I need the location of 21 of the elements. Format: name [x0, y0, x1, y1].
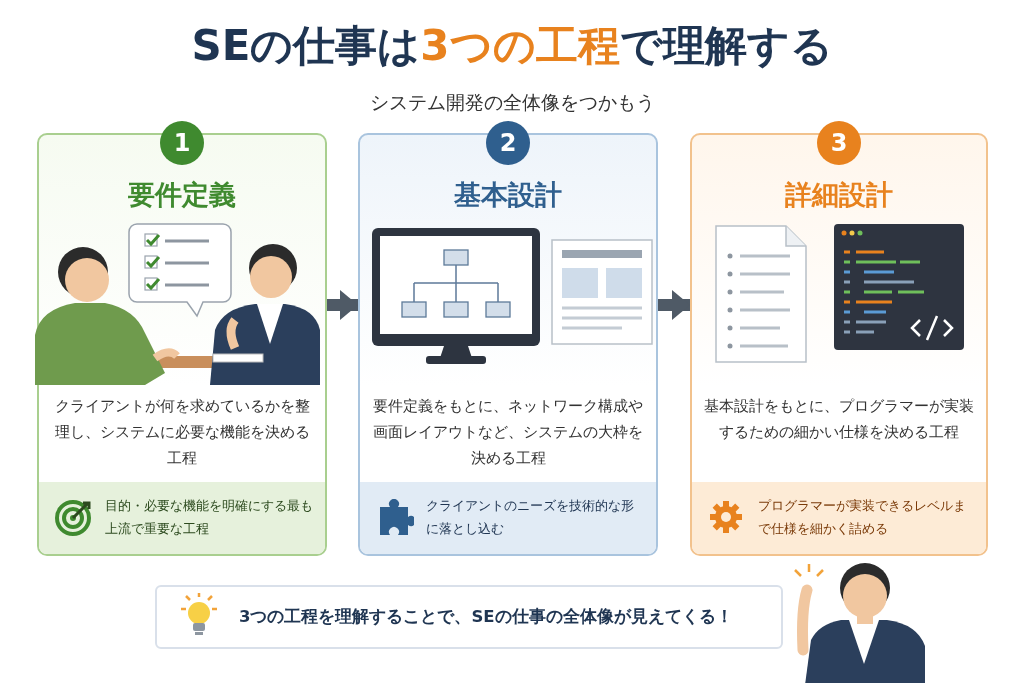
- description-text: クライアントが何を求めているかを整理し、システムに必要な機能を決める工程: [53, 397, 311, 469]
- card-heading: 詳細設計: [785, 178, 893, 212]
- title-heading: SEの仕事は3つの工程で理解する: [190, 20, 834, 72]
- note-band: [39, 482, 325, 554]
- note-text: 目的・必要な機能を明確にする最も上流で重要な工程: [105, 497, 314, 538]
- card-heading: 要件定義: [128, 178, 236, 212]
- note-band: [692, 482, 986, 554]
- description-text: 基本設計をもとに、プログラマーが実装するための細かい仕様を決める工程: [704, 397, 974, 443]
- note-text: クライアントのニーズを技術的な形に落とし込む: [426, 497, 635, 538]
- description-text: 要件定義をもとに、ネットワーク構成や画面レイアウトなど、システムの大枠を決める工程: [372, 397, 644, 469]
- note-band: [360, 482, 656, 554]
- card-heading: 基本設計: [454, 178, 562, 212]
- message-banner: [155, 585, 783, 649]
- step-number-badge: 1: [160, 121, 204, 165]
- step-number-badge: 2: [486, 121, 530, 165]
- step-number-badge: 3: [817, 121, 861, 165]
- banner-text: 3つの工程を理解することで、SEの仕事の全体像が見えてくる！: [239, 606, 734, 628]
- note-text: プログラマーが実装できるレベルまで仕様を細かく詰める: [758, 497, 967, 538]
- subtitle: システム開発の全体像をつかもう: [368, 90, 656, 115]
- arrow: [658, 290, 690, 320]
- arrow: [327, 290, 358, 320]
